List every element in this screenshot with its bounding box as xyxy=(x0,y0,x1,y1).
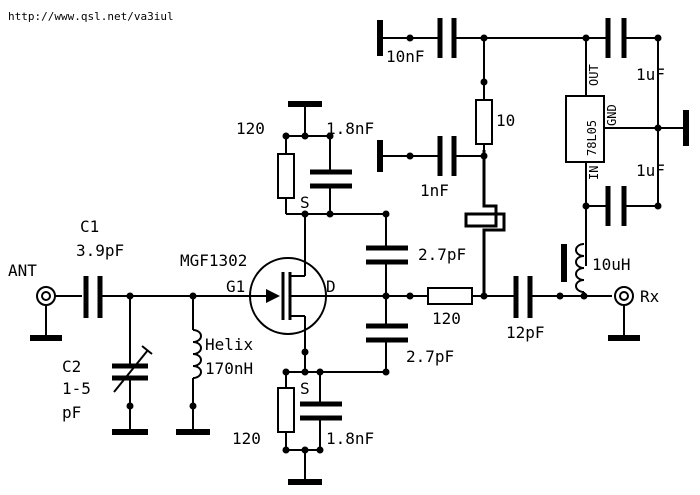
r-drain-value: 120 xyxy=(432,309,461,328)
gate-label: G1 xyxy=(226,277,245,296)
reg-in-label: IN xyxy=(587,166,601,180)
source-url: http://www.qsl.net/va3iul xyxy=(8,10,174,23)
c2-value-2: pF xyxy=(62,403,81,422)
reg-name: 78L05 xyxy=(585,120,599,156)
c1-name: C1 xyxy=(80,217,99,236)
reg-gnd-label: GND xyxy=(605,104,619,126)
drain-capacitors xyxy=(366,214,414,376)
c-dec1-value: 10nF xyxy=(386,47,425,66)
source-bot-label: S xyxy=(300,379,310,398)
helix-value: 170nH xyxy=(205,359,253,378)
output-path xyxy=(410,276,612,318)
r-src-bot-value: 120 xyxy=(232,429,261,448)
rx-connector xyxy=(608,286,640,341)
rx-label: Rx xyxy=(640,287,660,306)
bias-feed xyxy=(377,18,586,176)
c2-name: C2 xyxy=(62,357,81,376)
c1-value: 3.9pF xyxy=(76,241,124,260)
regulator-78l05 xyxy=(565,18,689,266)
c-drain-top-value: 2.7pF xyxy=(418,245,466,264)
fet-mgf1302 xyxy=(249,214,410,372)
stripline xyxy=(464,150,506,296)
reg-out-label: OUT xyxy=(587,64,601,86)
c-reg-out-value: 1uF xyxy=(636,65,665,84)
drain-label: D xyxy=(326,277,336,296)
source-top-label: S xyxy=(300,193,310,212)
ant-connector xyxy=(30,286,62,341)
capacitor-c1 xyxy=(83,276,103,318)
r-src-top-value: 120 xyxy=(236,119,265,138)
choke-10uh xyxy=(561,243,585,296)
r-feed-value: 10 xyxy=(496,111,515,130)
c-src-bot-value: 1.8nF xyxy=(326,429,374,448)
c-reg-in-value: 1uF xyxy=(636,161,665,180)
source-network-top xyxy=(277,101,390,218)
c-src-top-value: 1.8nF xyxy=(326,119,374,138)
c-out-value: 12pF xyxy=(506,323,545,342)
c-drain-bot-value: 2.7pF xyxy=(406,347,454,366)
ant-label: ANT xyxy=(8,261,37,280)
variable-capacitor-c2 xyxy=(112,296,153,435)
c-dec2-value: 1nF xyxy=(420,181,449,200)
helix-inductor xyxy=(176,296,210,435)
l-choke-value: 10uH xyxy=(592,255,631,274)
helix-name: Helix xyxy=(205,335,254,354)
source-network-bottom xyxy=(277,348,386,485)
fet-name: MGF1302 xyxy=(180,251,247,270)
c2-value-1: 1-5 xyxy=(62,379,91,398)
